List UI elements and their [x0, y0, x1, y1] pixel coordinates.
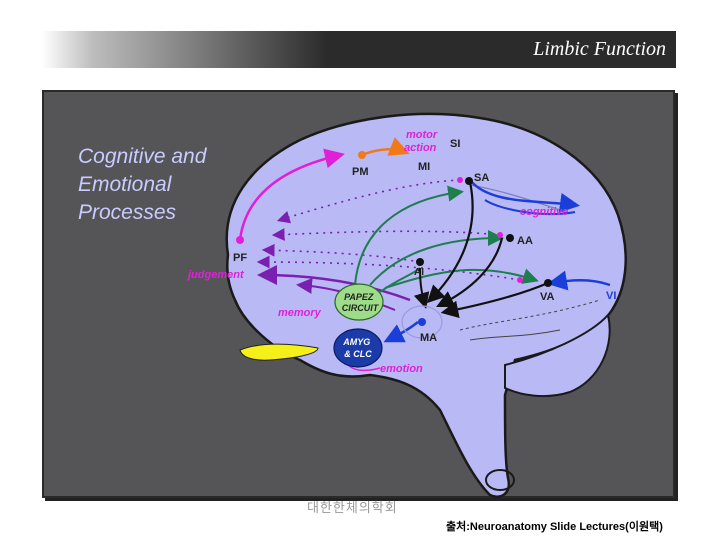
heading-line: Processes: [78, 201, 177, 224]
label-papez: PAPEZ CIRCUIT: [342, 292, 380, 313]
black-pathway: [413, 267, 430, 309]
dotted-pathway: [271, 228, 501, 241]
pm-to-motor-arrow: [361, 137, 410, 157]
label-judgement: judgement: [186, 269, 245, 281]
label-memory: memory: [278, 307, 322, 319]
label-vi: VI: [606, 290, 616, 302]
ma-node: [418, 318, 426, 326]
olfactory-bulb: [239, 343, 319, 361]
source-credit: 출처:Neuroanatomy Slide Lectures(이원택): [446, 521, 663, 533]
ma-to-amyg-arrow: [383, 321, 419, 343]
vi-arrow: [547, 270, 611, 291]
judgement-arrow: [257, 265, 411, 302]
label-mi: MI: [418, 161, 430, 173]
heading-line: Emotional: [78, 173, 172, 196]
brainstem-end: [485, 469, 515, 491]
green-pathway: [369, 230, 504, 286]
label-si: SI: [450, 138, 460, 150]
sulcus-line: [469, 329, 561, 341]
label-pf: PF: [233, 252, 247, 264]
slide-title: Limbic Function: [533, 38, 666, 60]
amygdala: [333, 328, 383, 368]
label-cognitive: cognitive: [520, 206, 568, 218]
label-va: VA: [540, 291, 555, 303]
heading-line: Cognitive and: [78, 145, 207, 168]
cognitive-arrow: [469, 179, 580, 213]
black-pathway: [426, 181, 474, 304]
green-pathway: [354, 185, 464, 286]
green-pathway: [379, 267, 421, 293]
label-aa: AA: [517, 235, 533, 247]
ai-node: [416, 258, 424, 266]
aa-node: [506, 234, 514, 242]
green-pathway: [384, 268, 539, 289]
black-pathway: [440, 281, 549, 319]
dotted-pathway: [261, 243, 421, 263]
pm-node: [358, 151, 366, 159]
label-motor-action: motor action: [404, 129, 440, 154]
cognitive-arrow: [484, 199, 576, 216]
sa-node: [465, 177, 473, 185]
sulcus-line: [459, 299, 601, 331]
pf-to-pm-arrow: [238, 148, 345, 241]
label-emotion: emotion: [380, 363, 423, 375]
pf-node: [236, 236, 244, 244]
label-amyg: AMYG & CLC: [342, 337, 373, 359]
dotted-pathway: [256, 255, 521, 281]
title-bar: Limbic Function: [42, 31, 676, 68]
ma-region: [401, 305, 443, 339]
watermark: 대한한체의학회: [307, 500, 398, 515]
dotted-pathway: [276, 179, 461, 224]
slide-heading: Cognitive and Emotional Processes: [78, 143, 206, 227]
label-sa: SA: [474, 172, 489, 184]
label-pm: PM: [352, 166, 369, 178]
label-ai: AI: [414, 267, 424, 278]
label-ma: MA: [420, 332, 437, 344]
va-node-pink: [517, 277, 523, 283]
va-node: [544, 279, 552, 287]
cerebellum-outline: [504, 312, 611, 398]
black-pathway: [436, 237, 504, 307]
aa-node-pink: [497, 232, 503, 238]
sa-node-pink: [457, 177, 463, 183]
papez-circuit: [334, 283, 384, 321]
